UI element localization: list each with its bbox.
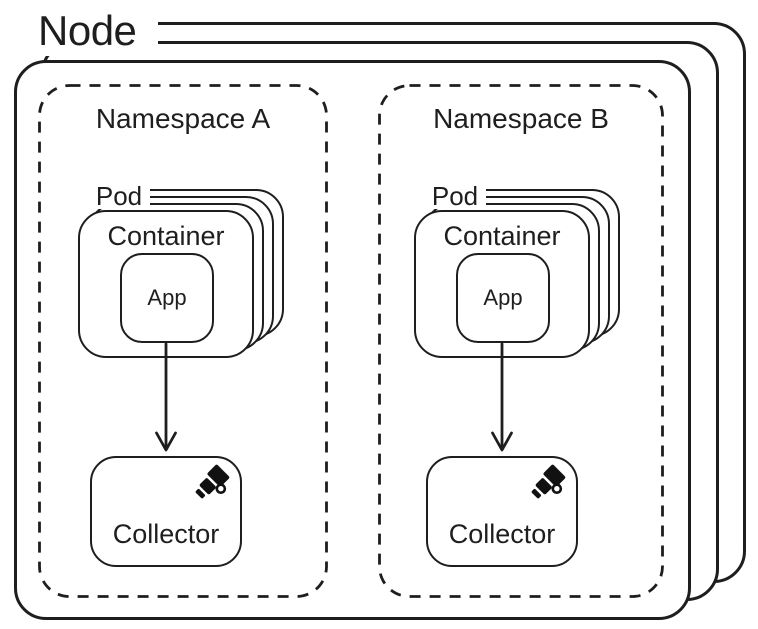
- pod-a-label: Pod: [88, 183, 150, 209]
- node-label: Node: [26, 6, 158, 56]
- namespace-b-label: Namespace B: [433, 103, 609, 134]
- container-a-label: Container: [107, 221, 225, 251]
- app-b-box: App: [456, 253, 550, 343]
- app-b-label: App: [483, 285, 523, 310]
- namespace-a-label: Namespace A: [95, 103, 271, 134]
- app-a-label: App: [147, 285, 187, 310]
- telescope-icon: [195, 464, 230, 499]
- collector-a-label: Collector: [112, 519, 220, 549]
- namespace-b-border: [378, 84, 664, 598]
- collector-b-label: Collector: [448, 519, 556, 549]
- pod-b-label: Pod: [424, 183, 486, 209]
- collector-b-box: Collector: [426, 456, 578, 567]
- container-b-label: Container: [443, 221, 561, 251]
- collector-a-box: Collector: [90, 456, 242, 567]
- namespace-a-border: [38, 84, 328, 598]
- telescope-icon: [531, 464, 566, 499]
- app-a-box: App: [120, 253, 214, 343]
